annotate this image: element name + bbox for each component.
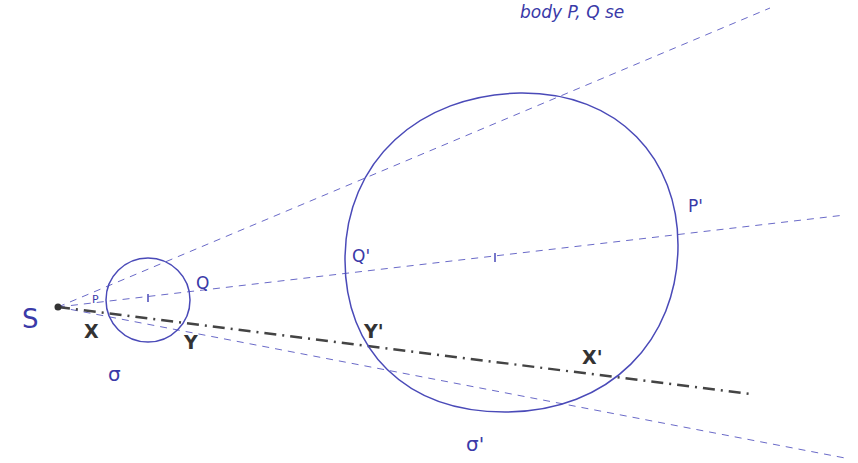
point-label: Q — [196, 275, 209, 292]
point-label: S — [22, 306, 39, 332]
point-label: Y' — [364, 322, 384, 341]
point-label: X' — [582, 348, 602, 367]
point-label: Q' — [352, 248, 370, 265]
source-point — [55, 304, 62, 311]
point-label: P' — [688, 198, 703, 215]
point-label: σ' — [466, 434, 484, 454]
point-label: Y — [184, 333, 198, 352]
point-label: σ — [108, 364, 121, 384]
large-sphere — [345, 93, 678, 412]
point-label: P — [92, 294, 99, 305]
secant-line — [58, 307, 750, 394]
center-mark — [494, 253, 496, 262]
center-mark — [147, 294, 149, 302]
lower-tangent — [58, 307, 845, 458]
note-text: body P, Q se — [520, 4, 624, 21]
center-line — [58, 215, 845, 307]
small-sphere — [106, 258, 190, 342]
point-label: X — [84, 322, 99, 341]
